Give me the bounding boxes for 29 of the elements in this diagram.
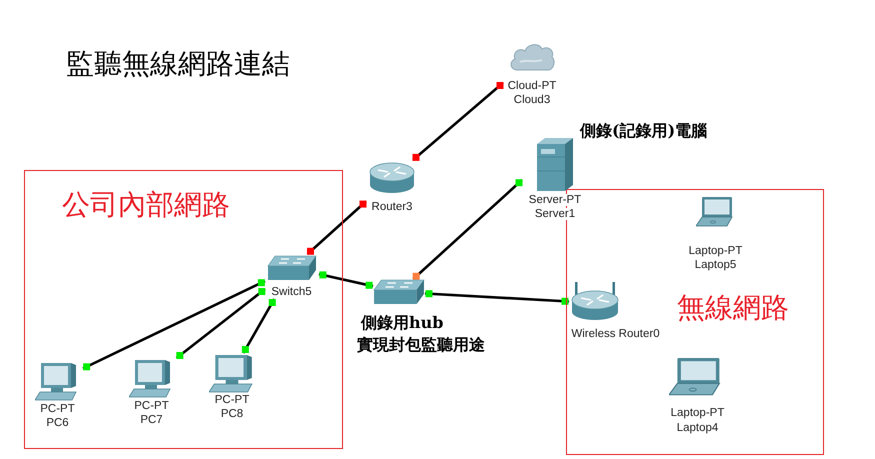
device-label: Server1 <box>534 208 576 220</box>
annotation: 實現封包監聽用途 <box>357 335 485 355</box>
device-label: Server-PT <box>528 194 582 206</box>
hub-icon <box>373 279 425 305</box>
device-label: PC7 <box>140 414 163 426</box>
device-label: Cloud3 <box>514 94 550 106</box>
region-box <box>24 170 343 449</box>
device-label: PC-PT <box>134 400 169 412</box>
device-label: PC-PT <box>40 402 75 414</box>
device-label: Laptop4 <box>676 422 718 434</box>
area-title: 無線網路 <box>677 291 789 325</box>
device-label: PC-PT <box>214 394 250 406</box>
device-label: Wireless Router0 <box>571 328 660 340</box>
device-label: Cloud-PT <box>508 80 556 92</box>
device-label: Laptop-PT <box>688 244 742 256</box>
area-title: 公司內部網路 <box>62 188 230 222</box>
connection-line <box>318 272 374 288</box>
device-label: Router3 <box>372 201 412 213</box>
connection-line <box>242 298 276 354</box>
device-label: Switch5 <box>271 286 312 298</box>
device-label: Laptop-PT <box>670 406 724 418</box>
device-label: Laptop5 <box>694 258 736 270</box>
annotation: 側錄用hub <box>361 313 444 333</box>
annotation: 側錄(記錄用)電腦 <box>580 121 708 141</box>
connection-line <box>82 280 266 370</box>
connection-line <box>424 292 570 303</box>
device-label: PC6 <box>46 416 69 428</box>
diagram-title: 監聽無線網路連結 <box>66 47 290 81</box>
device-label: PC8 <box>220 408 244 420</box>
